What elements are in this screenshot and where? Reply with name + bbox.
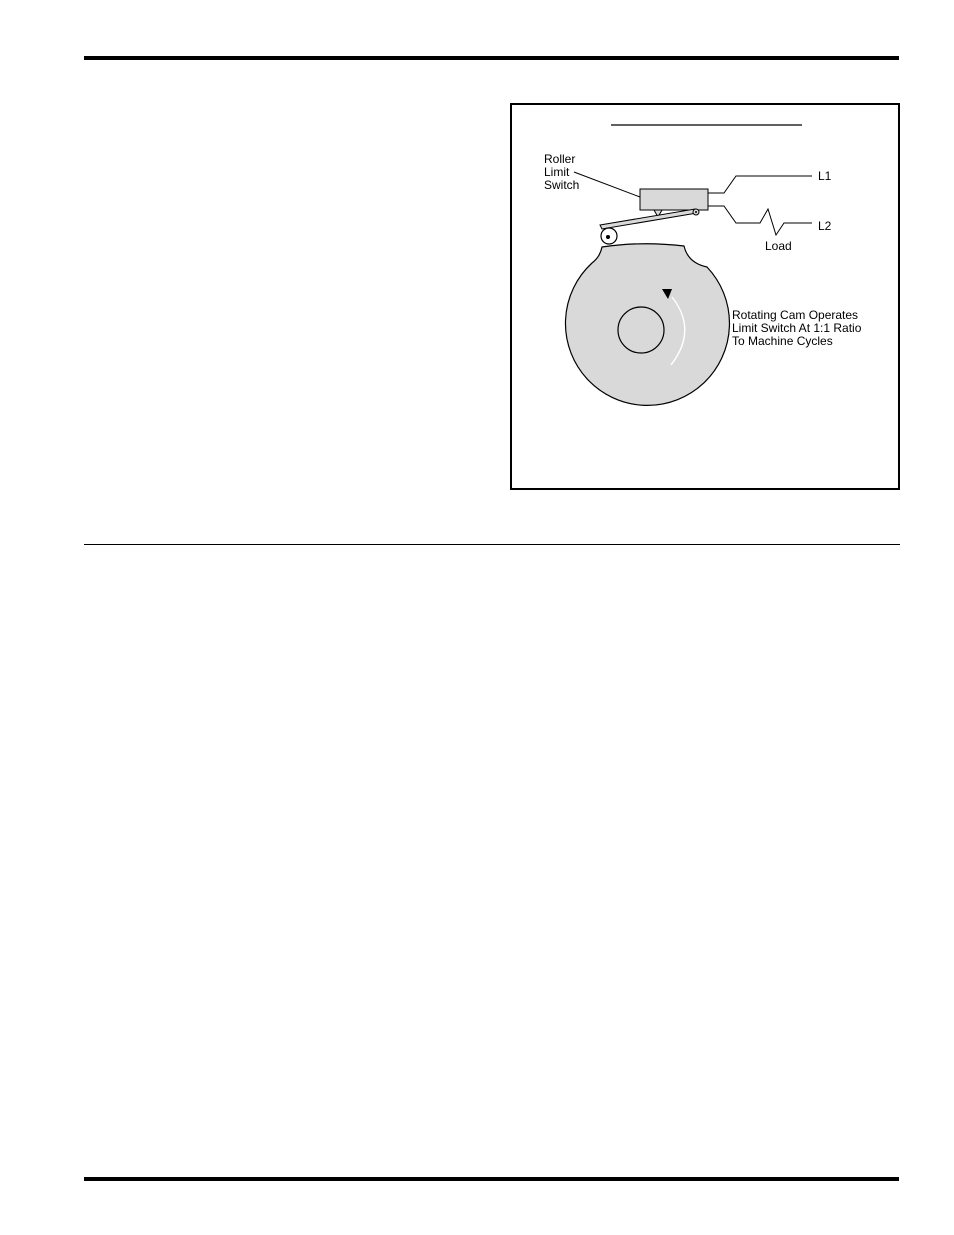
cam-note-line-1: Rotating Cam Operates xyxy=(732,308,858,322)
wire-l2-with-load xyxy=(708,205,812,237)
page-header-rule xyxy=(84,56,899,60)
roller-axle xyxy=(606,235,610,239)
page-footer-rule xyxy=(84,1177,899,1181)
switch-leader-line xyxy=(573,171,641,198)
l2-label: L2 xyxy=(818,219,832,233)
rotation-arrowhead xyxy=(662,289,672,299)
wire-l1 xyxy=(708,175,812,194)
limit-switch-diagram: Roller Limit Switch L1 L2 Load Rotating … xyxy=(544,124,862,406)
cam-note-line-3: To Machine Cycles xyxy=(732,334,833,348)
limit-switch-body xyxy=(639,188,709,211)
l1-label: L1 xyxy=(818,169,832,183)
cam-hub xyxy=(617,306,665,354)
rotation-arrow xyxy=(670,296,686,366)
switch-lever-arm xyxy=(599,208,698,230)
load-label: Load xyxy=(765,239,792,253)
switch-plunger xyxy=(653,209,663,219)
roller-label: Roller xyxy=(544,152,575,166)
figure-frame: Roller Limit Switch L1 L2 Load Rotating … xyxy=(510,103,900,490)
lever-pivot-pin xyxy=(695,211,697,213)
limit-label: Limit xyxy=(544,165,570,179)
cam-note-line-2: Limit Switch At 1:1 Ratio xyxy=(732,321,862,335)
switch-label: Switch xyxy=(544,178,579,192)
section-divider xyxy=(84,544,900,545)
